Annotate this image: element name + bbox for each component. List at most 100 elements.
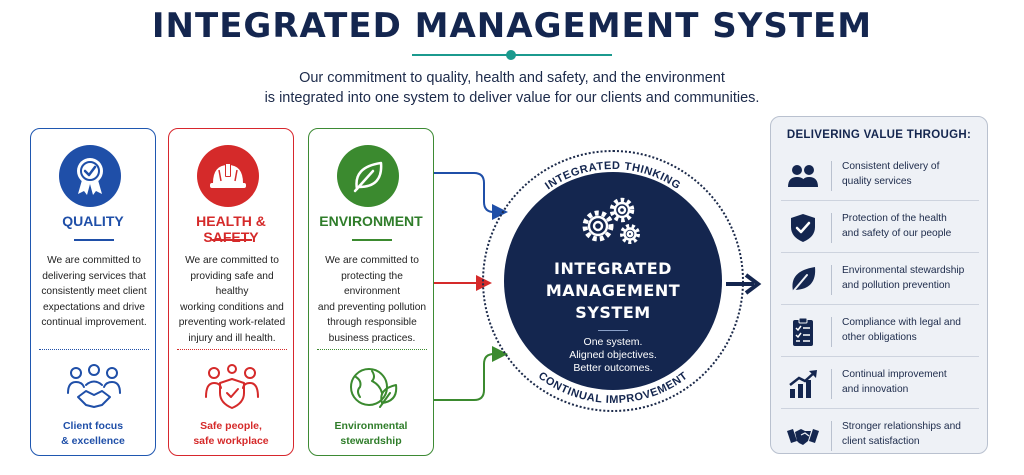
pillar-description: We are committed to protecting the envir… (315, 253, 429, 347)
handshake-icon (787, 421, 819, 451)
value-item-text: Protection of the health and safety of o… (842, 211, 982, 241)
value-item-line: Protection of the health (842, 213, 947, 224)
value-item-line: quality services (842, 176, 912, 187)
row-divider (781, 356, 979, 357)
people-icon (787, 161, 819, 191)
description-line: delivering services that (42, 270, 146, 282)
outcome-line: Environmental (334, 420, 408, 432)
row-separator (831, 317, 832, 347)
description-line: business practices. (328, 332, 416, 344)
value-item-text: Continual improvement and innovation (842, 367, 982, 397)
row-separator (831, 369, 832, 399)
hub-tagline-line: One system. (583, 336, 643, 348)
description-line: expectations and drive (43, 301, 145, 313)
description-line: We are committed to (47, 255, 141, 266)
award-ribbon-icon (59, 145, 121, 207)
value-item: Consistent delivery of quality services (781, 151, 979, 201)
description-line: protecting the environment (341, 270, 403, 298)
row-divider (781, 408, 979, 409)
value-item-text: Stronger relationships and client satisf… (842, 419, 982, 449)
description-line: continual improvement. (41, 317, 147, 329)
value-item: Compliance with legal and other obligati… (781, 307, 979, 357)
pillar-description: We are committed to delivering services … (37, 253, 151, 331)
hub-title: INTEGRATED MANAGEMENT SYSTEM (504, 258, 722, 324)
leaf-icon (337, 145, 399, 207)
hub-circle: INTEGRATED MANAGEMENT SYSTEM One system.… (504, 172, 722, 390)
heading-underline (352, 239, 392, 241)
hub-tagline-line: Aligned objectives. (569, 349, 657, 361)
outcome-line: Safe people, (200, 420, 262, 432)
value-item-line: Compliance with legal and (842, 317, 961, 328)
value-item-line: Continual improvement (842, 369, 947, 380)
value-item-text: Environmental stewardship and pollution … (842, 263, 982, 293)
pillar-description: We are committed to providing safe and h… (175, 253, 289, 347)
hub-dotted-ring (482, 150, 744, 412)
growth-chart-icon (787, 369, 819, 399)
clipboard-checklist-icon (787, 317, 819, 347)
dotted-divider (177, 349, 287, 350)
outcome-line: & excellence (61, 435, 125, 447)
pillar-outcome: Safe people, safe workplace (169, 419, 293, 449)
client-handshake-people-icon (64, 363, 124, 411)
row-separator (831, 213, 832, 243)
hub-tagline: One system. Aligned objectives. Better o… (504, 336, 722, 375)
subtitle-line: Our commitment to quality, health and sa… (299, 70, 725, 86)
description-line: and preventing pollution (317, 301, 427, 313)
pillar-outcome: Environmental stewardship (309, 419, 433, 449)
heading-underline (212, 239, 252, 241)
description-line: providing safe and healthy (190, 270, 274, 298)
value-item-line: and pollution prevention (842, 280, 951, 291)
outcome-line: Client focus (62, 420, 124, 432)
row-separator (831, 161, 832, 191)
dotted-divider (317, 349, 427, 350)
row-divider (781, 200, 979, 201)
value-item-line: other obligations (842, 332, 917, 343)
leaf-icon (787, 265, 819, 295)
pillar-card-quality: QUALITY We are committed to delivering s… (30, 128, 156, 456)
pillar-heading: HEALTH & SAFETY (196, 213, 266, 245)
heading-underline (74, 239, 114, 241)
value-item: Environmental stewardship and pollution … (781, 255, 979, 305)
pillar-card-health-safety: HEALTH & SAFETY We are committed to prov… (168, 128, 294, 456)
description-line: consistently meet client (41, 286, 147, 298)
row-divider (781, 304, 979, 305)
environment-connector-arrow (434, 346, 508, 401)
value-panel: DELIVERING VALUE THROUGH: Consistent del… (770, 116, 988, 454)
shield-check-icon (787, 213, 819, 243)
value-item-line: client satisfaction (842, 436, 920, 447)
outcome-line: safe workplace (193, 435, 269, 447)
pillar-outcome: Client focus & excellence (31, 419, 155, 449)
value-item: Stronger relationships and client satisf… (781, 411, 979, 461)
row-divider (781, 252, 979, 253)
value-item-text: Compliance with legal and other obligati… (842, 315, 982, 345)
pillar-heading: QUALITY (62, 213, 124, 229)
pillar-card-environment: ENVIRONMENT We are committed to protecti… (308, 128, 434, 456)
description-line: through responsible (327, 317, 417, 329)
dotted-divider (39, 349, 149, 350)
outcome-line: stewardship (340, 435, 402, 447)
row-separator (831, 421, 832, 451)
value-item: Continual improvement and innovation (781, 359, 979, 409)
subtitle-line: is integrated into one system to deliver… (264, 90, 760, 106)
hub-divider (598, 330, 628, 331)
row-separator (831, 265, 832, 295)
description-line: We are committed to (325, 255, 419, 266)
value-item-line: Environmental stewardship (842, 265, 965, 276)
value-item: Protection of the health and safety of o… (781, 203, 979, 253)
team-shield-icon (202, 363, 262, 411)
pillar-heading: ENVIRONMENT (319, 213, 423, 229)
page-subtitle: Our commitment to quality, health and sa… (0, 68, 1024, 108)
hub-output-arrow (726, 273, 762, 295)
value-item-text: Consistent delivery of quality services (842, 159, 982, 189)
globe-leaf-icon (342, 363, 402, 411)
description-line: working conditions and (180, 301, 284, 313)
hub-title-line: MANAGEMENT (545, 281, 681, 300)
quality-connector-arrow (434, 172, 508, 220)
hub-tagline-line: Better outcomes. (573, 362, 653, 374)
description-line: preventing work-related (178, 317, 286, 329)
value-panel-title: DELIVERING VALUE THROUGH: (786, 129, 972, 141)
page-title: INTEGRATED MANAGEMENT SYSTEM (151, 6, 873, 46)
gears-icon (582, 197, 640, 244)
hub-title-line: SYSTEM (575, 303, 651, 322)
